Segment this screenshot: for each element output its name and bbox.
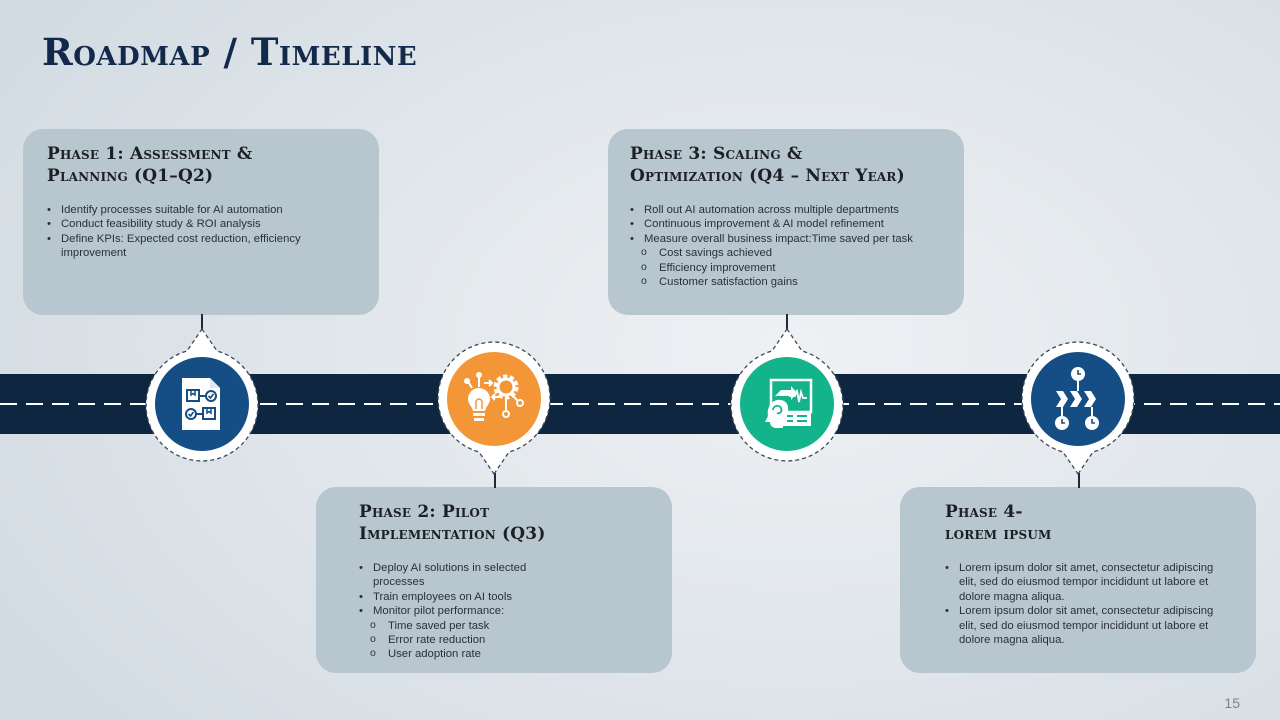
phase-1-title-line1: Phase 1: Assessment &	[47, 144, 253, 164]
phase-3-card: Phase 3: Scaling & Optimization (Q4 – Ne…	[608, 129, 964, 315]
list-item: Roll out AI automation across multiple d…	[630, 203, 950, 218]
list-item: Monitor pilot performance:	[359, 604, 562, 619]
ai-head-analytics-icon	[741, 358, 833, 450]
phase-4-list: Lorem ipsum dolor sit amet, consectetur …	[945, 561, 1226, 647]
list-item: Identify processes suitable for AI autom…	[47, 203, 359, 218]
process-timeline-icon	[1032, 353, 1124, 445]
list-item: Lorem ipsum dolor sit amet, consectetur …	[945, 561, 1226, 604]
sub-list-item: Error rate reduction	[359, 632, 562, 647]
phase-2-connector	[494, 473, 496, 488]
phase-1-card: Phase 1: Assessment & Planning (Q1–Q2) I…	[23, 129, 379, 315]
sub-list-item: Customer satisfaction gains	[630, 274, 950, 289]
sub-list-item: Time saved per task	[359, 618, 562, 633]
phase-3-list: Roll out AI automation across multiple d…	[630, 203, 950, 289]
phase-3-title: Phase 3: Scaling & Optimization (Q4 – Ne…	[630, 143, 950, 187]
page-title: Roadmap / Timeline	[42, 30, 418, 74]
sub-list-item: Efficiency improvement	[630, 260, 950, 275]
phase-4-title: Phase 4- lorem ipsum	[945, 501, 1226, 545]
page-number: 15	[1224, 695, 1240, 711]
list-item: Measure overall business impact:Time sav…	[630, 232, 950, 247]
phase-1-connector	[201, 314, 203, 330]
checklist-workflow-icon	[156, 358, 248, 450]
list-item: Conduct feasibility study & ROI analysis	[47, 217, 359, 232]
phase-4-connector	[1078, 473, 1080, 488]
phase-1-title: Phase 1: Assessment & Planning (Q1–Q2)	[47, 143, 359, 187]
phase-3-title-line2: Optimization (Q4 – Next Year)	[630, 166, 905, 186]
list-item: Define KPIs: Expected cost reduction, ef…	[47, 232, 359, 261]
phase-2-title-line1: Phase 2: Pilot	[359, 502, 490, 522]
list-item: Train employees on AI tools	[359, 590, 562, 605]
phase-2-title: Phase 2: Pilot Implementation (Q3)	[359, 501, 562, 545]
list-item: Continuous improvement & AI model refine…	[630, 217, 950, 232]
road-center-dashes	[0, 403, 1280, 405]
phase-1-list: Identify processes suitable for AI autom…	[47, 203, 359, 261]
phase-2-title-line2: Implementation (Q3)	[359, 524, 546, 544]
phase-2-pin	[437, 341, 551, 476]
idea-gear-icon	[448, 353, 540, 445]
phase-2-list: Deploy AI solutions in selected processe…	[359, 561, 562, 662]
list-item: Deploy AI solutions in selected processe…	[359, 561, 562, 590]
phase-3-title-line1: Phase 3: Scaling &	[630, 144, 803, 164]
phase-4-title-line2: lorem ipsum	[945, 524, 1052, 544]
sub-list-item: User adoption rate	[359, 646, 562, 661]
phase-4-card: Phase 4- lorem ipsum Lorem ipsum dolor s…	[900, 487, 1256, 673]
phase-3-connector	[786, 314, 788, 330]
list-item: Lorem ipsum dolor sit amet, consectetur …	[945, 604, 1226, 647]
phase-2-card: Phase 2: Pilot Implementation (Q3) Deplo…	[316, 487, 672, 673]
phase-4-title-line1: Phase 4-	[945, 502, 1023, 522]
sub-list-item: Cost savings achieved	[630, 245, 950, 260]
phase-1-title-line2: Planning (Q1–Q2)	[47, 166, 214, 186]
